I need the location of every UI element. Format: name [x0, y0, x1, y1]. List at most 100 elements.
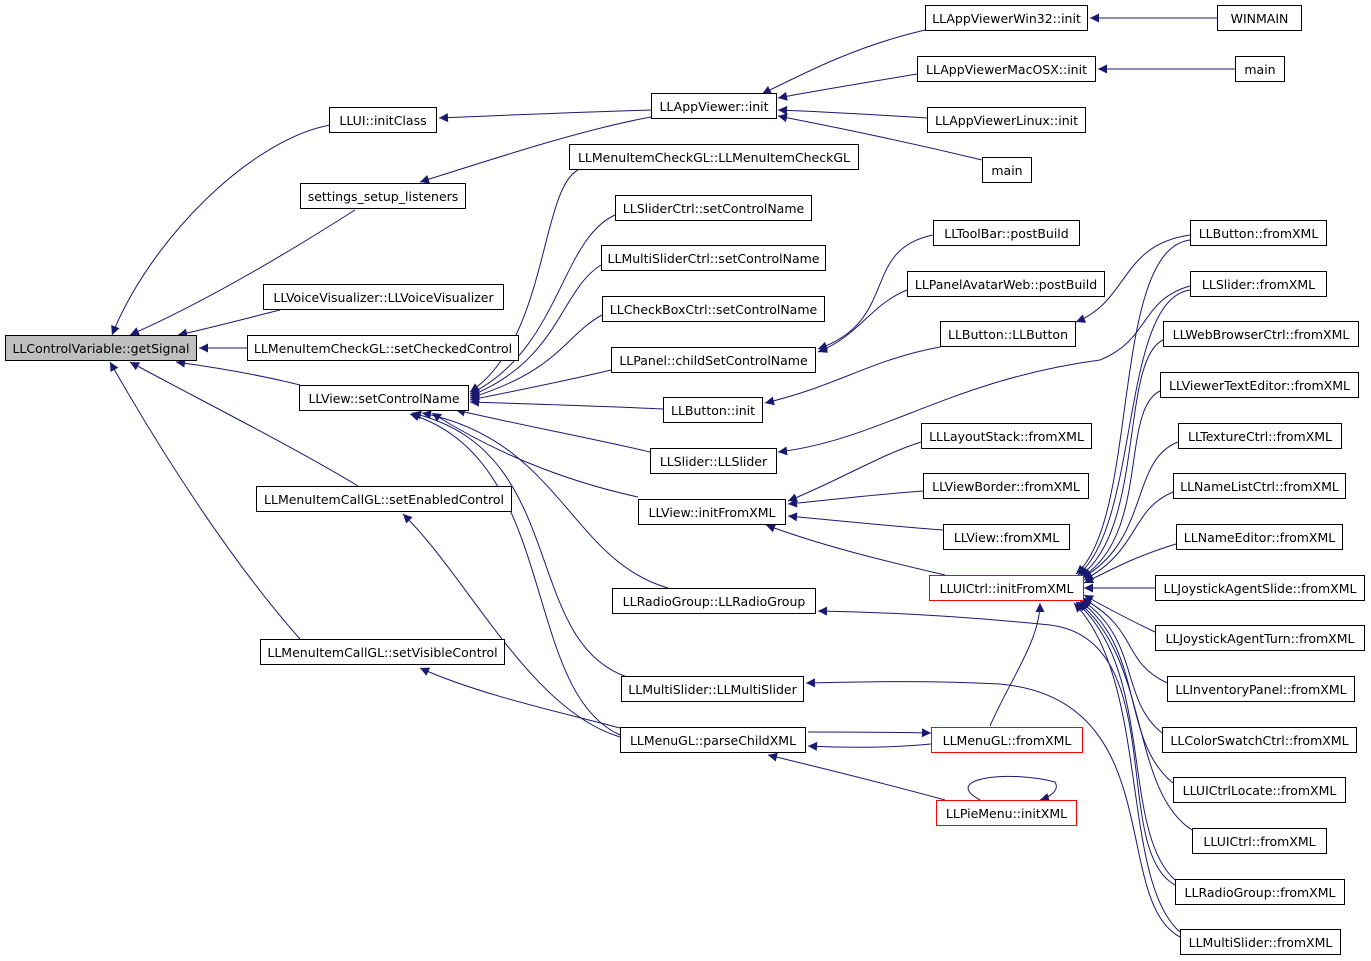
node-multi-slider-ctor[interactable]: LLMultiSlider::LLMultiSlider [621, 676, 804, 702]
edge-webbrowser-uictrlinit [1079, 339, 1164, 577]
edge-parsechild-viewset [409, 412, 621, 736]
node-texture-ctrl-from-xml[interactable]: LLTextureCtrl::fromXML [1178, 423, 1342, 449]
node-view-set-control-name[interactable]: LLView::setControlName [299, 385, 469, 411]
node-menu-from-xml[interactable]: LLMenuGL::fromXML [931, 727, 1083, 753]
edge-colorswatch-uictrlinit [1081, 599, 1163, 734]
edge-parsechild-setenabled [402, 513, 621, 738]
edge-inventorypanel-uictrlinit [1081, 597, 1168, 684]
edge-piemenu-parsechild [767, 752, 946, 801]
edge-buttonctor-buttoninit [764, 346, 941, 406]
node-app-viewer-macosx-init[interactable]: LLAppViewerMacOSX::init [917, 56, 1096, 82]
edge-multisliderfromxml-multictor [805, 678, 1181, 938]
edge-buttoninit-viewset [469, 397, 664, 410]
node-view-init-from-xml[interactable]: LLView::initFromXML [638, 499, 786, 525]
edge-slidersetcontrol-viewset [469, 214, 616, 395]
node-app-viewer-init[interactable]: LLAppViewer::init [651, 93, 777, 119]
edge-viewfromxml-viewinit [787, 512, 944, 531]
edge-win32-appviewer [761, 29, 926, 95]
node-main-a[interactable]: main [982, 157, 1032, 183]
edge-panelchildset-viewset [469, 369, 612, 403]
node-radio-group-ctor[interactable]: LLRadioGroup::LLRadioGroup [612, 588, 816, 614]
node-button-init[interactable]: LLButton::init [663, 397, 763, 423]
node-menu-item-check-ctor[interactable]: LLMenuItemCheckGL::LLMenuItemCheckGL [569, 144, 859, 170]
node-panel-child-set-control-name[interactable]: LLPanel::childSetControlName [611, 347, 816, 373]
node-button-from-xml[interactable]: LLButton::fromXML [1190, 220, 1327, 246]
edge-viewertexteditor-uictrlinit [1081, 390, 1161, 578]
node-toolbar-post-build[interactable]: LLToolBar::postBuild [933, 220, 1080, 246]
edge-viewinitfromxml-viewset [431, 412, 639, 498]
node-view-from-xml[interactable]: LLView::fromXML [943, 524, 1070, 550]
edge-multisliderctor-viewset [411, 410, 628, 678]
node-name-editor-from-xml[interactable]: LLNameEditor::fromXML [1176, 524, 1343, 550]
edge-menufromxml-parsechild [807, 741, 932, 751]
edge-checkboxsetcontrol-viewset [469, 314, 603, 400]
edge-menuitemcheck-viewset [469, 169, 579, 393]
edge-sliderfromxml-sliderctor [777, 285, 1191, 456]
node-winmain[interactable]: WINMAIN [1217, 5, 1302, 31]
node-ui-ctrl-locate-from-xml[interactable]: LLUICtrlLocate::fromXML [1173, 777, 1346, 803]
edge-parsechild-setvisible [419, 667, 621, 729]
edge-radiogroupfromxml-radioctor [817, 606, 1176, 886]
node-set-visible-control[interactable]: LLMenuItemCallGL::setVisibleControl [260, 639, 505, 665]
node-multi-slider-from-xml[interactable]: LLMultiSlider::fromXML [1180, 929, 1341, 955]
node-app-viewer-linux-init[interactable]: LLAppViewerLinux::init [927, 107, 1086, 133]
edge-linux-appviewer [777, 105, 928, 119]
edge-sliderfromxml-uictrlinit [1077, 289, 1191, 576]
node-joystick-agent-turn-from-xml[interactable]: LLJoystickAgentTurn::fromXML [1155, 625, 1365, 651]
edge-setvisible-getsignal [109, 361, 301, 640]
edge-buttonfromxml-buttonctor [1075, 234, 1191, 323]
node-ui-ctrl-from-xml[interactable]: LLUICtrl::fromXML [1192, 828, 1327, 854]
edge-maina-appviewer [777, 113, 983, 161]
node-menu-parse-child-xml[interactable]: LLMenuGL::parseChildXML [620, 727, 806, 753]
node-slider-ctrl-set-control-name[interactable]: LLSliderCtrl::setControlName [615, 195, 812, 221]
node-set-checked-control[interactable]: LLMenuItemCheckGL::setCheckedControl [247, 335, 519, 361]
edge-setenabled-getsignal [129, 361, 359, 487]
edge-uictrlfromxml-uictrlinit [1077, 601, 1193, 831]
edge-appviewer-settings [419, 116, 652, 184]
node-app-viewer-win32-init[interactable]: LLAppViewerWin32::init [925, 5, 1088, 31]
node-settings-setup-listeners[interactable]: settings_setup_listeners [300, 183, 466, 209]
node-viewer-text-editor-from-xml[interactable]: LLViewerTextEditor::fromXML [1160, 372, 1359, 398]
node-layout-stack-from-xml[interactable]: LLLayoutStack::fromXML [921, 423, 1092, 449]
edge-viewborder-viewinit [787, 490, 924, 508]
edge-parsechild-menufromxml [807, 728, 932, 738]
edge-radiogroupfromxml-uictrlinit [1075, 601, 1176, 881]
node-check-box-ctrl-set-control-name[interactable]: LLCheckBoxCtrl::setControlName [602, 296, 825, 322]
node-pie-menu-init-xml[interactable]: LLPieMenu::initXML [936, 800, 1077, 826]
node-multi-slider-ctrl-set-control-name[interactable]: LLMultiSliderCtrl::setControlName [601, 245, 826, 271]
edge-toolbar-panelchild [817, 234, 934, 351]
node-get-signal: LLControlVariable::getSignal [5, 335, 197, 361]
node-slider-ctor[interactable]: LLSlider::LLSlider [650, 448, 777, 474]
node-color-swatch-ctrl-from-xml[interactable]: LLColorSwatchCtrl::fromXML [1162, 727, 1357, 753]
edge-radiogroupctor-viewset [421, 410, 669, 589]
edge-menufromxml-uictrlinit [989, 602, 1045, 727]
node-voice-visualizer-ctor[interactable]: LLVoiceVisualizer::LLVoiceVisualizer [263, 284, 504, 310]
edge-uictrlinit-viewinit [765, 523, 946, 576]
edge-avatarweb-panelchild [817, 289, 908, 353]
edge-appviewer-uiinitclass [438, 109, 652, 123]
edge-viewsetcontrol-getsignal [175, 358, 301, 386]
node-radio-group-from-xml[interactable]: LLRadioGroup::fromXML [1175, 879, 1345, 905]
edge-nameeditor-uictrlinit [1083, 543, 1177, 584]
edge-buttonfromxml-uictrlinit [1075, 239, 1191, 575]
edge-piemenu-self [967, 775, 1057, 802]
edge-joystickturn-uictrlinit [1083, 594, 1156, 633]
node-web-browser-ctrl-from-xml[interactable]: LLWebBrowserCtrl::fromXML [1163, 321, 1359, 347]
node-joystick-agent-slide-from-xml[interactable]: LLJoystickAgentSlide::fromXML [1155, 575, 1365, 601]
edge-namelistctrl-uictrlinit [1083, 491, 1174, 581]
node-ui-ctrl-init-from-xml[interactable]: LLUICtrl::initFromXML [929, 575, 1084, 601]
edge-layoutstack-viewinit [787, 441, 922, 502]
node-slider-from-xml[interactable]: LLSlider::fromXML [1190, 271, 1327, 297]
node-name-list-ctrl-from-xml[interactable]: LLNameListCtrl::fromXML [1173, 473, 1346, 499]
node-inventory-panel-from-xml[interactable]: LLInventoryPanel::fromXML [1167, 676, 1355, 702]
edge-settings-getsignal [129, 209, 356, 336]
node-set-enabled-control[interactable]: LLMenuItemCallGL::setEnabledControl [256, 486, 512, 512]
node-main-b[interactable]: main [1235, 56, 1285, 82]
node-ui-init-class[interactable]: LLUI::initClass [329, 107, 437, 133]
node-button-ctor[interactable]: LLButton::LLButton [940, 321, 1076, 347]
edge-multisliderfromxml-uictrlinit [1073, 602, 1181, 933]
edge-multislidersetcontrol-viewset [469, 264, 602, 397]
node-view-border-from-xml[interactable]: LLViewBorder::fromXML [923, 473, 1089, 499]
node-panel-avatar-web-post-build[interactable]: LLPanelAvatarWeb::postBuild [907, 271, 1105, 297]
